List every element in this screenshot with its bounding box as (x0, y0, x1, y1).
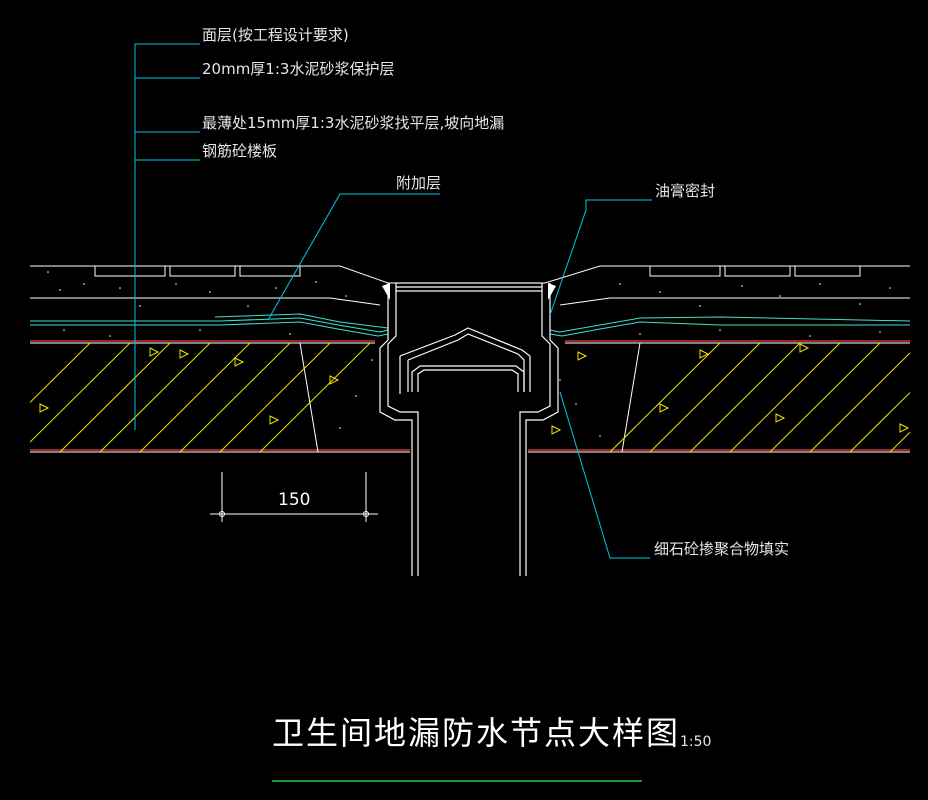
label-leveling-layer: 最薄处15mm厚1:3水泥砂浆找平层,坡向地漏 (202, 114, 504, 132)
floor-drain (379, 282, 559, 576)
label-protect-layer: 20mm厚1:3水泥砂浆保护层 (202, 60, 394, 78)
leader-lines (134, 43, 652, 559)
drawing-scale: 1:50 (680, 734, 711, 750)
label-sealant: 油膏密封 (655, 182, 715, 200)
concrete-slab (30, 340, 910, 453)
dimension-150 (210, 472, 378, 522)
waterproof-membrane (30, 313, 911, 337)
label-fill: 细石砼掺聚合物填实 (654, 540, 789, 558)
label-additional-layer: 附加层 (396, 174, 441, 192)
label-surface-layer: 面层(按工程设计要求) (202, 26, 349, 44)
mortar-speckle (47, 271, 891, 437)
label-slab: 钢筋砼楼板 (202, 142, 277, 160)
floor-layers (30, 265, 910, 306)
dimension-value: 150 (278, 490, 310, 510)
drawing-title: 卫生间地漏防水节点大样图 (272, 714, 680, 752)
